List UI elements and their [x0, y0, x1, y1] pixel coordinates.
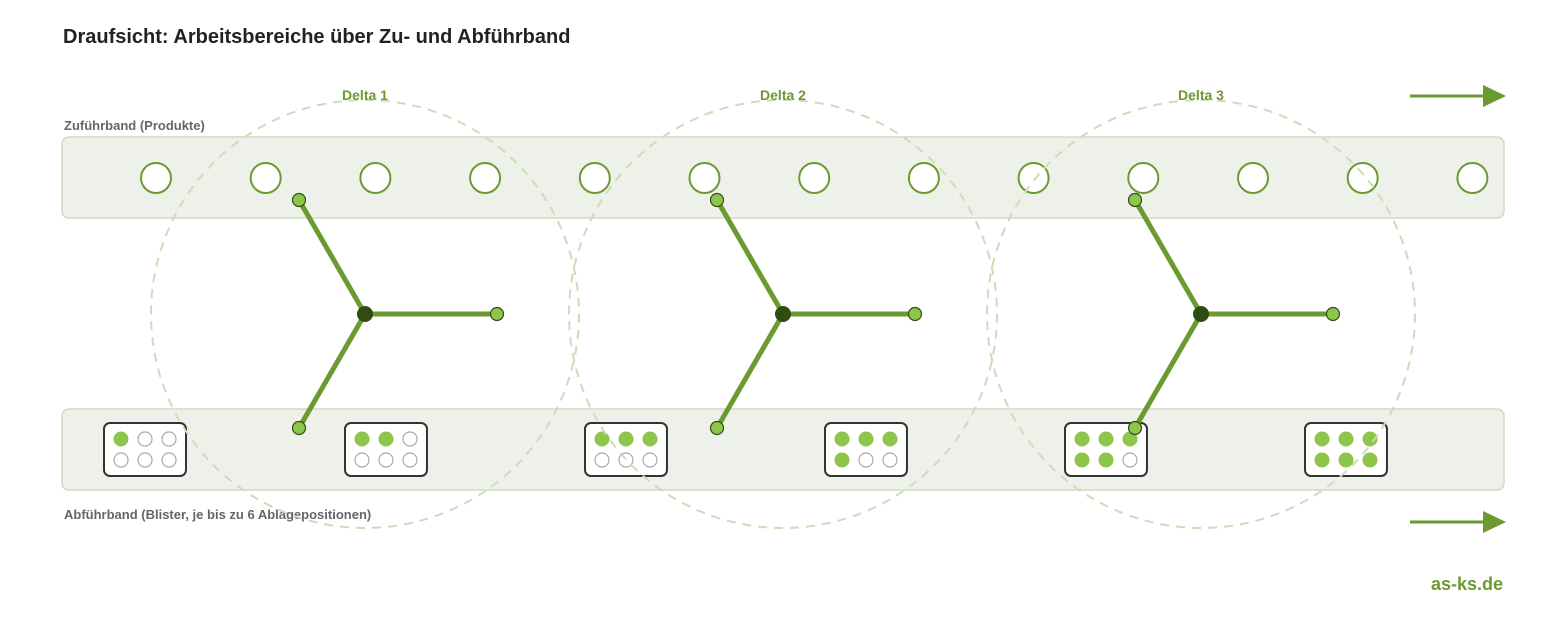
product-item	[798, 162, 831, 194]
blister-slot-empty	[161, 431, 177, 447]
blister-slot-empty	[594, 452, 610, 468]
blister-slot-empty	[113, 452, 129, 468]
blister-slot-filled	[858, 431, 874, 447]
infeed-flow-arrow-icon	[1410, 85, 1506, 107]
blister-tray	[344, 422, 428, 477]
product-item	[1017, 162, 1050, 194]
product-item	[907, 162, 940, 194]
outfeed-blisters	[103, 422, 1388, 477]
infeed-belt-label: Zuführband (Produkte)	[64, 118, 205, 133]
outfeed-belt-label: Abführband (Blister, je bis zu 6 Ablagep…	[64, 507, 371, 522]
blister-slot-filled	[1074, 452, 1090, 468]
arm-joint	[709, 420, 725, 436]
blister-slot-empty	[137, 431, 153, 447]
blister-tray	[103, 422, 187, 477]
blister-slot-filled	[1314, 431, 1330, 447]
blister-slot-empty	[161, 452, 177, 468]
blister-slot-empty	[1122, 452, 1138, 468]
blister-slot-filled	[834, 431, 850, 447]
product-item	[688, 162, 721, 194]
product-item	[249, 162, 282, 194]
robot-arm	[296, 311, 368, 431]
blister-slot-filled	[1098, 431, 1114, 447]
blister-slot-filled	[113, 431, 129, 447]
delta-1-label: Delta 1	[342, 87, 388, 103]
product-item	[1237, 162, 1269, 194]
blister-slot-empty	[858, 452, 874, 468]
blister-slot-empty	[402, 431, 418, 447]
blister-tray	[584, 422, 668, 477]
robot-arm	[714, 311, 786, 431]
robot-hub	[357, 306, 373, 322]
workspace-ring	[568, 99, 998, 529]
blister-slot-filled	[1362, 431, 1378, 447]
arm-joint	[709, 192, 725, 208]
outfeed-flow-arrow-icon	[1410, 511, 1506, 533]
robot-arm	[1132, 311, 1204, 431]
blister-slot-filled	[1314, 452, 1330, 468]
blister-slot-empty	[882, 452, 898, 468]
arm-joint	[907, 306, 923, 322]
product-item	[578, 162, 611, 194]
blister-slot-filled	[642, 431, 658, 447]
blister	[1064, 422, 1148, 477]
blister-tray	[1304, 422, 1388, 477]
arm-joint	[489, 306, 505, 322]
arm-joint	[1127, 420, 1143, 436]
arm-joint	[291, 420, 307, 436]
blister-slot-filled	[618, 431, 634, 447]
workspace-ring	[986, 99, 1416, 529]
outfeed-belt	[61, 408, 1505, 491]
blister	[1304, 422, 1388, 477]
arm-joint	[1325, 306, 1341, 322]
robot-hub	[775, 306, 791, 322]
delta-2-label: Delta 2	[760, 87, 806, 103]
blister-slot-empty	[378, 452, 394, 468]
infeed-products	[140, 162, 1489, 194]
product-item	[469, 162, 502, 194]
blister	[103, 422, 187, 477]
blister	[584, 422, 668, 477]
infeed-belt	[61, 136, 1505, 219]
arm-joint	[291, 192, 307, 208]
robot-arm	[296, 197, 368, 317]
blister-slot-filled	[594, 431, 610, 447]
blister-slot-filled	[1074, 431, 1090, 447]
blister-slot-filled	[1098, 452, 1114, 468]
blister-slot-filled	[882, 431, 898, 447]
robot-arm	[1132, 197, 1204, 317]
blister-slot-filled	[1338, 431, 1354, 447]
blister-slot-filled	[354, 431, 370, 447]
blister-slot-filled	[1362, 452, 1378, 468]
product-item	[1346, 162, 1379, 194]
delta-robot-1	[150, 99, 580, 529]
product-item	[359, 162, 392, 194]
blister-slot-filled	[1338, 452, 1354, 468]
delta-robots	[150, 99, 1416, 529]
diagram-title: Draufsicht: Arbeitsbereiche über Zu- und…	[63, 26, 570, 48]
product-item	[1127, 162, 1160, 194]
workspace-ring	[150, 99, 580, 529]
delta-robot-2	[568, 99, 998, 529]
blister-tray	[824, 422, 908, 477]
delta-3-label: Delta 3	[1178, 87, 1224, 103]
blister	[824, 422, 908, 477]
blister	[344, 422, 428, 477]
product-item	[140, 162, 172, 194]
blister-slot-filled	[834, 452, 850, 468]
product-item	[1456, 162, 1489, 194]
blister-slot-empty	[137, 452, 153, 468]
robot-arm	[714, 197, 786, 317]
arm-joint	[1127, 192, 1143, 208]
delta-robot-3	[986, 99, 1416, 529]
brand-watermark: as-ks.de	[1431, 574, 1503, 594]
blister-slot-empty	[402, 452, 418, 468]
blister-slot-filled	[378, 431, 394, 447]
blister-slot-empty	[354, 452, 370, 468]
robot-hub	[1193, 306, 1209, 322]
blister-slot-empty	[642, 452, 658, 468]
